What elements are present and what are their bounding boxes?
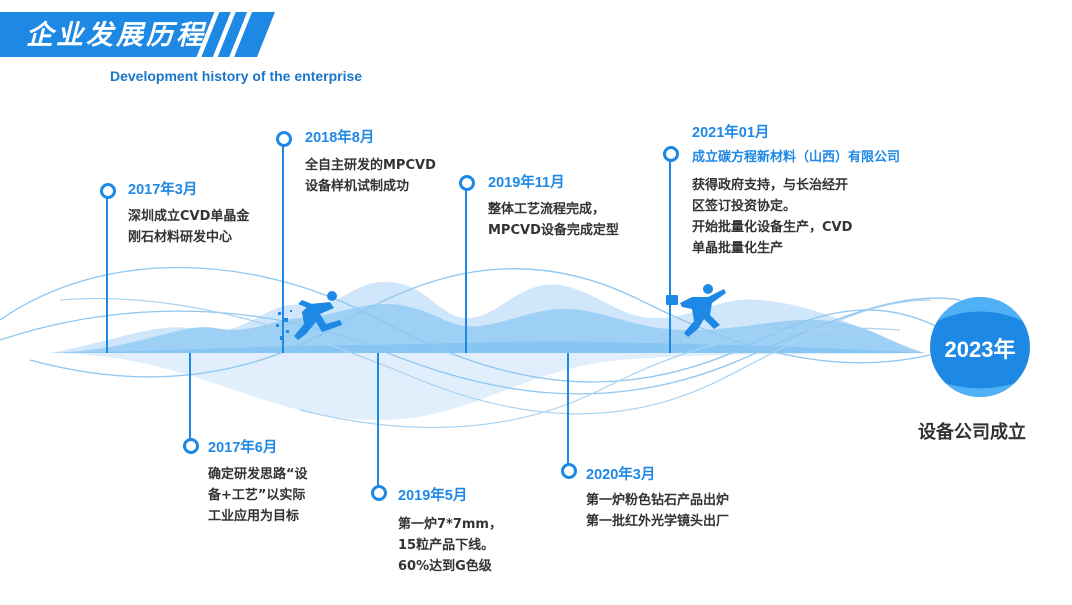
stem-2021-01: [669, 154, 671, 353]
milestone-line: 确定研发思路“设: [208, 467, 308, 482]
milestone-line: 第一炉7*7mm，: [398, 517, 502, 532]
runner-figure: [276, 291, 342, 340]
stem-2019-5: [377, 353, 379, 493]
businessman-figure: [666, 284, 726, 337]
stem-2017-6: [189, 353, 191, 445]
milestone-line: 60%达到G色级: [398, 559, 492, 574]
milestone-date: 2017年6月: [208, 440, 278, 456]
stem-2018-8: [282, 140, 284, 353]
milestone-line: 工业应用为目标: [208, 509, 300, 524]
milestone-dot: [183, 438, 199, 454]
milestone-date: 2018年8月: [305, 130, 375, 146]
page-title: 企业发展历程: [26, 20, 206, 51]
milestone-line: 第一炉粉色钻石产品出炉: [586, 493, 730, 508]
milestone-line: 15粒产品下线。: [398, 538, 495, 553]
milestone-line: 区签订投资协定。: [692, 199, 797, 214]
milestone-date: 2019年11月: [488, 175, 565, 191]
milestone-dot: [561, 463, 577, 479]
final-label: 设备公司成立: [918, 422, 1026, 443]
milestone-line: 第一批红外光学镜头出厂: [586, 514, 730, 529]
milestone-line: 设备样机试制成功: [305, 179, 410, 194]
milestone-line: 开始批量化设备生产，CVD: [692, 220, 853, 235]
milestone-line: 全自主研发的MPCVD: [305, 158, 436, 173]
milestone-line: MPCVD设备完成定型: [488, 223, 619, 238]
milestone-date: 2021年01月: [692, 125, 770, 141]
milestone-line: 备+工艺”以实际: [208, 488, 306, 503]
milestone-dot: [459, 175, 475, 191]
milestone-dot: [663, 146, 679, 162]
milestone-date: 2020年3月: [586, 467, 656, 483]
milestone-dot: [371, 485, 387, 501]
milestone-line: 刚石材料研发中心: [128, 230, 233, 245]
milestone-line: 获得政府支持，与长治经开: [692, 178, 849, 193]
milestone-date: 2017年3月: [128, 182, 198, 198]
final-year: 2023年: [944, 337, 1016, 362]
milestone-line: 单晶批量化生产: [692, 241, 784, 256]
milestone-dot: [276, 131, 292, 147]
page-subtitle: Development history of the enterprise: [110, 68, 363, 84]
stem-2019-11: [465, 184, 467, 353]
stem-2020-3: [567, 353, 569, 471]
milestone-line: 整体工艺流程完成，: [488, 202, 606, 217]
header-banner: [0, 11, 275, 58]
milestone-dot: [100, 183, 116, 199]
milestone-date: 2019年5月: [398, 488, 468, 504]
milestone-subtitle: 成立碳方程新材料（山西）有限公司: [692, 150, 901, 165]
milestone-line: 深圳成立CVD单晶金: [128, 209, 250, 224]
stem-2017-3: [106, 192, 108, 353]
